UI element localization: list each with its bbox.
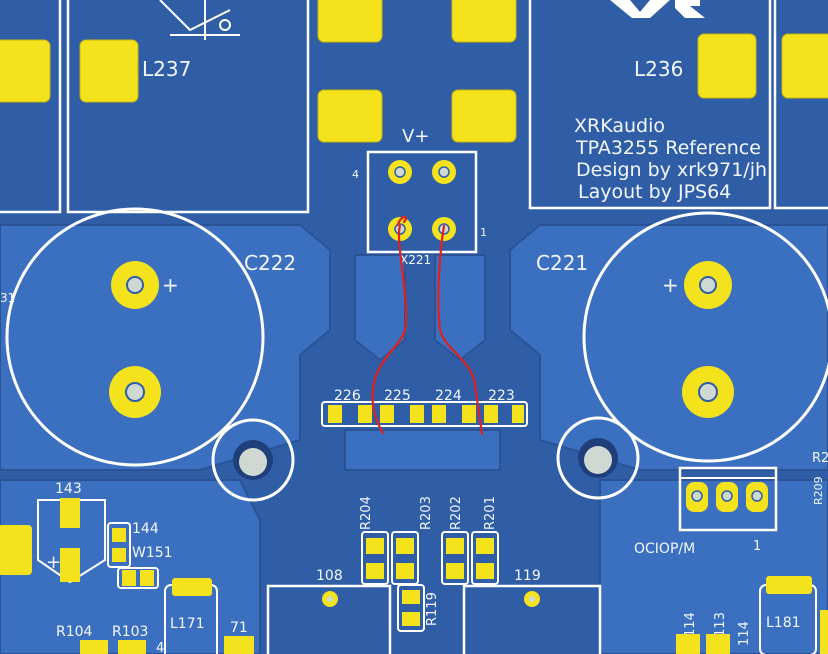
connector-ociop: OCIOP/M 1 xyxy=(634,466,778,557)
drill-hole xyxy=(699,276,717,294)
label-pin1: 1 xyxy=(480,226,487,239)
power-pads-top xyxy=(0,0,828,143)
label-r209: R209 xyxy=(812,476,825,505)
drill-hole xyxy=(394,166,406,178)
label-144: 144 xyxy=(132,521,159,537)
label-c222: C222 xyxy=(244,251,296,275)
label-pin4: 4 xyxy=(352,168,359,181)
plus-marker: + xyxy=(162,273,179,297)
label-l31: 31 xyxy=(0,291,15,305)
label-ociop: OCIOP/M xyxy=(634,541,695,557)
label-143: 143 xyxy=(55,481,82,497)
drill-hole xyxy=(698,382,718,402)
right-bottom-components: R114 R113 114 L181 xyxy=(676,576,828,654)
label-r202: R202 xyxy=(449,496,464,530)
mounting-holes xyxy=(211,416,640,502)
label-r204: R204 xyxy=(359,496,374,530)
label-r225: 225 xyxy=(384,388,411,404)
credits-block: XRKaudio TPA3255 Reference Design by xrk… xyxy=(574,115,767,203)
credit-line-4: Layout by JPS64 xyxy=(578,181,731,203)
label-ociop-pin1: 1 xyxy=(753,539,761,554)
label-c221: C221 xyxy=(536,251,588,275)
credit-line-3: Design by xrk971/jh xyxy=(576,159,767,181)
label-114: 114 xyxy=(737,621,752,646)
label-l71: 71 xyxy=(230,620,248,636)
connector-outline xyxy=(366,150,478,254)
trace-annotation xyxy=(371,216,484,436)
resistor-row: 226 225 224 223 xyxy=(321,388,528,427)
middle-bottom-resistors: R204 R203 R202 R201 R119 xyxy=(359,496,499,632)
credit-line-2: TPA3255 Reference xyxy=(575,137,761,159)
label-r226: 226 xyxy=(334,388,361,404)
label-r201: R201 xyxy=(483,496,498,530)
label-119: 119 xyxy=(514,568,541,584)
ic-outlines-bottom: 108 119 xyxy=(266,568,602,654)
capacitor-c221: + C221 xyxy=(536,211,828,463)
plus-marker-small: + xyxy=(46,552,61,573)
label-r103: R103 xyxy=(112,624,148,640)
label-4: 4 xyxy=(156,641,164,654)
relay-symbol-icon xyxy=(159,0,240,40)
plus-marker: + xyxy=(662,273,679,297)
label-r119: R119 xyxy=(425,592,440,626)
label-l171: L171 xyxy=(170,616,205,632)
inductor-outlines xyxy=(0,0,828,214)
label-r203: R203 xyxy=(419,496,434,530)
drill-hole xyxy=(125,382,145,402)
label-vplus: V+ xyxy=(402,126,429,147)
label-l236: L236 xyxy=(634,57,683,81)
drill-hole xyxy=(126,276,144,294)
label-l237: L237 xyxy=(142,57,191,81)
label-108: 108 xyxy=(316,568,343,584)
label-r224: 224 xyxy=(435,388,462,404)
label-l181: L181 xyxy=(766,615,801,631)
label-r104: R104 xyxy=(56,624,93,640)
label-r223: 223 xyxy=(488,388,515,404)
label-x221: X221 xyxy=(400,253,431,267)
capacitor-c222: + C222 xyxy=(5,207,296,467)
label-w151: W151 xyxy=(132,545,173,561)
capacitor-outline xyxy=(5,207,265,467)
left-bottom-components: 143 144 W151 + L171 71 R104 R103 4 xyxy=(0,481,254,654)
capacitor-outline xyxy=(582,211,828,463)
logo-mark-icon xyxy=(610,0,705,18)
label-r2: R2 xyxy=(812,451,828,466)
credit-line-1: XRKaudio xyxy=(574,115,665,137)
drill-hole xyxy=(438,166,450,178)
